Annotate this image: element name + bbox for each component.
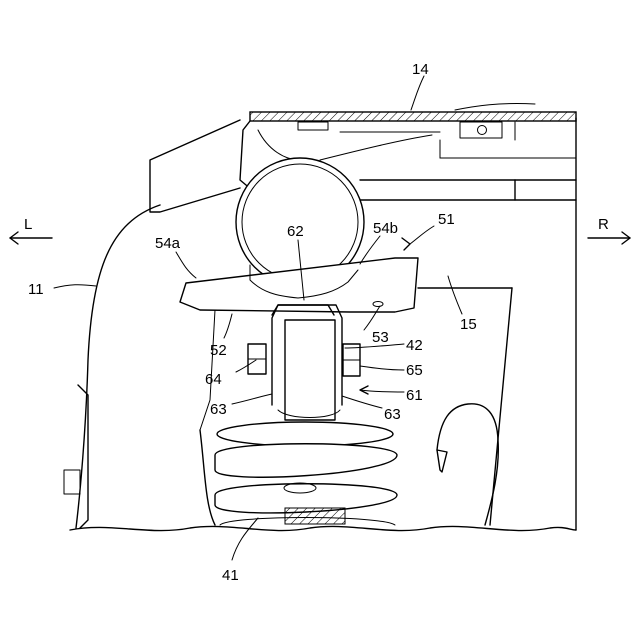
label-63-left: 63 xyxy=(210,401,227,418)
label-42: 42 xyxy=(406,337,423,354)
label-right: R xyxy=(598,216,609,233)
bolt-64 xyxy=(248,344,266,374)
label-63-right: 63 xyxy=(384,406,401,423)
break-line xyxy=(70,526,576,530)
hook xyxy=(437,404,498,525)
label-64: 64 xyxy=(205,371,222,388)
label-15: 15 xyxy=(460,316,477,333)
label-14: 14 xyxy=(412,61,429,78)
label-53: 53 xyxy=(372,329,389,346)
label-65: 65 xyxy=(406,362,423,379)
label-52: 52 xyxy=(210,342,227,359)
label-41: 41 xyxy=(222,567,239,584)
cover-11 xyxy=(64,205,215,528)
label-left: L xyxy=(24,216,32,233)
label-51: 51 xyxy=(438,211,455,228)
label-54a: 54a xyxy=(155,235,181,252)
nut-65 xyxy=(343,344,360,376)
label-61: 61 xyxy=(406,387,423,404)
coil-spring-41 xyxy=(215,422,397,525)
left-direction-arrow xyxy=(10,232,52,244)
label-11: 11 xyxy=(28,281,44,298)
label-54b: 54b xyxy=(373,220,398,237)
label-62: 62 xyxy=(287,223,304,240)
damper-body-42 xyxy=(272,305,340,420)
right-direction-arrow xyxy=(588,232,630,244)
